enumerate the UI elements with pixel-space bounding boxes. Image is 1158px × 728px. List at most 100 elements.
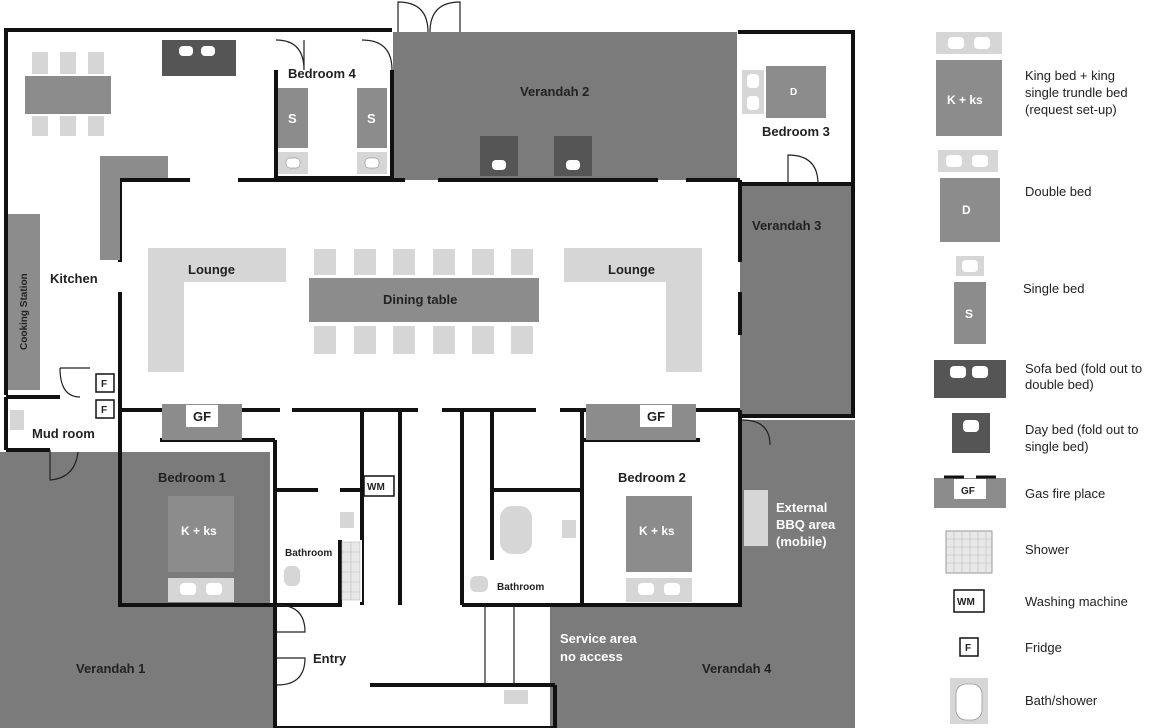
svg-text:S: S — [288, 111, 297, 126]
verandah-2-label: Verandah 2 — [520, 84, 589, 99]
svg-text:F: F — [965, 643, 971, 654]
bbq-label-2: BBQ area — [776, 517, 836, 532]
basin-left — [340, 512, 354, 528]
legend-double-text: Double bed — [1025, 184, 1092, 199]
entry-sink — [504, 690, 528, 704]
legend-bath-text: Bath/shower — [1025, 693, 1098, 708]
door-mudroom[interactable] — [59, 367, 90, 398]
bbq-unit — [744, 490, 768, 546]
service-area-label-2: no access — [560, 649, 623, 664]
svg-text:K + ks: K + ks — [639, 524, 675, 538]
verandah-4-area — [590, 605, 855, 728]
legend-shower-icon — [945, 530, 993, 574]
legend-day-text-1: Day bed (fold out to — [1025, 422, 1138, 437]
legend-fridge-text: Fridge — [1025, 640, 1062, 655]
wall-outer-top — [4, 28, 392, 395]
day-bed-verandah2-right — [554, 136, 592, 176]
legend-day-text-2: single bed) — [1025, 439, 1089, 454]
shower-grid — [341, 541, 361, 601]
wall-entry — [273, 605, 557, 728]
wall-bedroom3 — [738, 30, 855, 186]
basin-right — [562, 520, 576, 538]
bbq-label-1: External — [776, 500, 827, 515]
fridge-1: F — [95, 373, 115, 393]
svg-text:F: F — [101, 379, 107, 390]
door-main-top[interactable] — [397, 1, 461, 33]
lounge-left — [148, 248, 286, 372]
door-entry[interactable] — [276, 604, 306, 686]
king-bed-b2: K + ks — [626, 496, 692, 602]
dining-table — [309, 278, 539, 322]
legend-gasfire-icon: GF — [934, 475, 1006, 508]
svg-text:WM: WM — [367, 482, 385, 493]
sofa-bed-kitchen — [162, 40, 236, 76]
svg-text:D: D — [790, 87, 797, 98]
verandah-4-label: Verandah 4 — [702, 661, 772, 676]
toilet-left — [284, 566, 300, 586]
service-area-label-1: Service area — [560, 631, 637, 646]
door-bedroom3[interactable] — [787, 154, 819, 185]
legend-sofa-text-1: Sofa bed (fold out to — [1025, 361, 1142, 376]
cooking-station — [8, 214, 40, 390]
legend-sofa-icon — [934, 360, 1006, 398]
gas-fire-right: GF — [586, 404, 696, 440]
door-verandah2[interactable] — [361, 39, 393, 71]
svg-text:GF: GF — [193, 409, 211, 424]
single-bed-b4-right: S — [357, 88, 387, 174]
verandah-3-area — [740, 186, 854, 416]
cooking-station-label: Cooking Station — [19, 273, 30, 350]
legend-wm-text: Washing machine — [1025, 594, 1128, 609]
svg-text:F: F — [101, 405, 107, 416]
wall-bedroom4 — [274, 70, 394, 180]
lounge-right-label: Lounge — [608, 262, 655, 277]
legend-sofa-text-2: double bed) — [1025, 377, 1094, 392]
kitchen-table — [25, 76, 111, 114]
lounge-left-label: Lounge — [188, 262, 235, 277]
mud-room-sink — [10, 410, 24, 430]
toilet-right — [470, 576, 488, 592]
svg-text:WM: WM — [957, 597, 975, 608]
day-bed-verandah2-left — [480, 136, 518, 176]
door-verandah4[interactable] — [741, 419, 771, 446]
single-bed-b4-left: S — [278, 88, 308, 174]
legend-gasfire-text: Gas fire place — [1025, 486, 1105, 501]
verandah-3-label: Verandah 3 — [752, 218, 821, 233]
door-mudroom-out[interactable] — [49, 450, 79, 481]
kitchen-label: Kitchen — [50, 271, 98, 286]
entry-label: Entry — [313, 651, 347, 666]
legend-daybed-icon — [952, 413, 990, 453]
gas-fire-left: GF — [162, 404, 242, 440]
legend-shower-text: Shower — [1025, 542, 1070, 557]
bedroom-3-label: Bedroom 3 — [762, 124, 830, 139]
bedroom-2-label: Bedroom 2 — [618, 470, 686, 485]
dining-table-label: Dining table — [383, 292, 457, 307]
verandah-1-label: Verandah 1 — [76, 661, 145, 676]
svg-text:S: S — [367, 111, 376, 126]
fridge-2: F — [95, 399, 115, 419]
svg-text:K + ks: K + ks — [947, 93, 983, 107]
lounge-right — [564, 248, 702, 372]
legend-wm-icon: WM — [953, 589, 985, 613]
double-bed-b3: D — [742, 66, 826, 118]
legend-double-icon: D — [938, 150, 1000, 242]
legend-king-text-2: single trundle bed — [1025, 85, 1128, 100]
legend-king-icon: K + ks — [936, 32, 1002, 136]
svg-text:GF: GF — [647, 409, 665, 424]
svg-text:K + ks: K + ks — [181, 524, 217, 538]
dining-chairs — [314, 249, 533, 354]
door-bedroom4[interactable] — [275, 39, 305, 71]
bedroom-4-label: Bedroom 4 — [288, 66, 357, 81]
legend-single-icon: S — [954, 256, 986, 344]
washing-machine: WM — [363, 475, 395, 497]
svg-text:D: D — [962, 203, 971, 217]
legend-king-text-1: King bed + king — [1025, 68, 1115, 83]
service-area-floor — [550, 605, 595, 728]
wall-bedroom2 — [582, 410, 742, 607]
legend-king-text-3: (request set-up) — [1025, 102, 1117, 117]
bedroom-1-label: Bedroom 1 — [158, 470, 226, 485]
mud-room-label: Mud room — [32, 426, 95, 441]
bbq-label-3: (mobile) — [776, 534, 827, 549]
wall-verandah3 — [740, 184, 855, 418]
legend: K + ks King bed + king single trundle be… — [934, 32, 1142, 724]
